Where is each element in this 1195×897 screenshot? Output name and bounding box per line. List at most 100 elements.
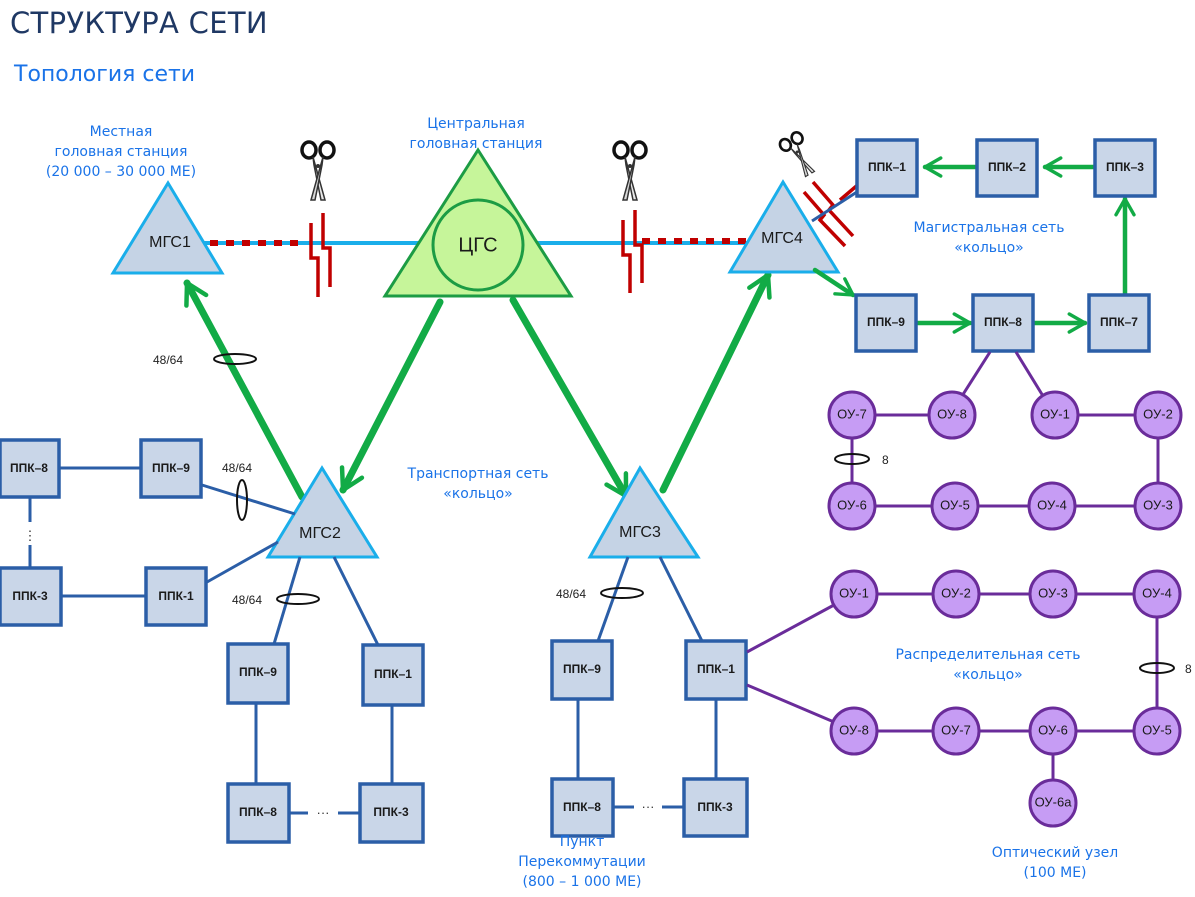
caption-line: «кольцо»	[953, 667, 1022, 683]
station-mgs3[interactable]: МГС3	[587, 465, 701, 559]
ppk-label: ППК-3	[12, 589, 48, 603]
ou-node[interactable]: ОУ-8	[927, 390, 977, 440]
caption-line: Перекоммутации	[518, 854, 646, 870]
left-ppk-1[interactable]: ППК-1	[144, 566, 208, 627]
central-headend-cgs[interactable]: ЦГС	[382, 147, 574, 298]
left-ppk-8[interactable]: ППК–8	[0, 438, 61, 499]
ppk-label: ППК–8	[10, 461, 48, 475]
caption-switch-point: Пункт Перекоммутации (800 – 1 000 МЕ)	[518, 834, 646, 890]
backbone-ppk-7[interactable]: ППК–7	[1087, 293, 1151, 353]
arrow-mgs3-to-mgs4	[659, 271, 772, 494]
backbone-ppk-8[interactable]: ППК–8	[971, 293, 1035, 353]
ppk-label: ППК–7	[1100, 315, 1138, 329]
ou-label: ОУ-7	[941, 722, 971, 737]
ou-node[interactable]: ОУ-3	[1028, 569, 1078, 619]
link-ppk1-mgs2	[206, 540, 279, 584]
ppk-label: ППК-1	[158, 589, 194, 603]
mgs3-ppk-9[interactable]: ППК–9	[550, 639, 614, 701]
mgs2-ppk-9[interactable]: ППК–9	[226, 642, 290, 705]
mgs3-ppk-8[interactable]: ППК–8	[550, 777, 615, 838]
backbone-ppk-2[interactable]: ППК–2	[975, 138, 1039, 198]
ou-label: ОУ-3	[1038, 585, 1068, 600]
fiber-count-label: 8	[1185, 662, 1192, 676]
scissors-icon	[776, 128, 822, 182]
ppk-label: ППК–1	[697, 662, 735, 676]
caption-line: (100 МЕ)	[1023, 865, 1086, 881]
fiber-count-label: 48/64	[222, 461, 252, 475]
station-mgs1[interactable]: МГС1	[110, 180, 225, 275]
ou-node[interactable]: ОУ-2	[931, 569, 981, 619]
mgs3-ppk-1[interactable]: ППК–1	[684, 639, 748, 701]
ppk-label: ППК–1	[868, 160, 906, 174]
ou-node[interactable]: ОУ-6	[827, 481, 877, 531]
ppk-label: ППК–1	[374, 667, 412, 681]
ou-node[interactable]: ОУ-6	[1028, 706, 1078, 756]
ppk-label: ППК–9	[152, 461, 190, 475]
ou-node[interactable]: ОУ-6а	[1028, 778, 1078, 828]
ou-node[interactable]: ОУ-7	[931, 706, 981, 756]
ou-label: ОУ-6а	[1035, 794, 1073, 809]
caption-optical-node: Оптический узел (100 МЕ)	[992, 845, 1118, 881]
backbone-ppk-3[interactable]: ППК–3	[1093, 138, 1157, 198]
ou-node[interactable]: ОУ-5	[1132, 706, 1182, 756]
link-ppk8-ou8	[960, 351, 992, 397]
mgs2-ppk-8[interactable]: ППК–8	[226, 782, 291, 844]
ou-node[interactable]: ОУ-1	[1030, 390, 1080, 440]
ou-node[interactable]: ОУ-4	[1027, 481, 1077, 531]
page-title: СТРУКТУРА СЕТИ	[10, 6, 268, 40]
ppk-label: ППК–3	[1106, 160, 1144, 174]
mgs2-ppk-1[interactable]: ППК–1	[361, 643, 425, 707]
station-mgs2[interactable]: МГС2	[265, 465, 380, 559]
caption-line: (800 – 1 000 МЕ)	[523, 874, 642, 890]
ppk-label: ППК–9	[239, 665, 277, 679]
link-mgs4-ppk1	[811, 188, 861, 223]
ou-label: ОУ-1	[839, 585, 869, 600]
caption-line: «кольцо»	[443, 486, 512, 502]
fiber-bundle-icon	[600, 587, 644, 599]
scissors-icon	[612, 140, 648, 202]
ppk-label: ППК–8	[563, 800, 601, 814]
fiber-bundle-icon	[1139, 662, 1175, 674]
ou-label: ОУ-6	[1038, 722, 1068, 737]
fiber-bundle-icon	[213, 353, 257, 365]
station-mgs4[interactable]: МГС4	[727, 179, 841, 274]
link-mgs2-ppk1	[332, 556, 380, 646]
ou-node[interactable]: ОУ-7	[827, 390, 877, 440]
ou-node[interactable]: ОУ-4	[1132, 569, 1182, 619]
fiber-count-label: 48/64	[556, 587, 586, 601]
ou-node[interactable]: ОУ-2	[1133, 390, 1183, 440]
fiber-bundle-icon	[276, 593, 320, 605]
ou-label: ОУ-4	[1142, 585, 1172, 600]
ellipsis-text: ···	[642, 799, 655, 814]
caption-line: Транспортная сеть	[407, 466, 549, 482]
backbone-ppk-1[interactable]: ППК–1	[855, 138, 919, 198]
arrow-cgs-to-mgs3	[509, 296, 630, 500]
ppk-label: ППК–8	[239, 805, 277, 819]
mgs3-ppk-3[interactable]: ППК-3	[682, 777, 749, 838]
link-ppk9-mgs2	[201, 483, 296, 516]
ppk-label: ППК–2	[988, 160, 1026, 174]
page-subtitle: Топология сети	[14, 62, 196, 87]
left-ppk-9[interactable]: ППК–9	[139, 438, 203, 499]
caption-line: Оптический узел	[992, 845, 1118, 861]
ou-label: ОУ-4	[1037, 497, 1067, 512]
ou-node[interactable]: ОУ-5	[930, 481, 980, 531]
ppk-label: ППК–8	[984, 315, 1022, 329]
ou-node[interactable]: ОУ-1	[829, 569, 879, 619]
backbone-ppk-9[interactable]: ППК–9	[854, 293, 918, 353]
left-ppk-3[interactable]: ППК-3	[0, 566, 63, 627]
mgs2-ppk-3[interactable]: ППК-3	[358, 782, 425, 844]
ou-node[interactable]: ОУ-8	[829, 706, 879, 756]
link-ppk1-ou8	[746, 683, 835, 724]
ou-label: ОУ-6	[837, 497, 867, 512]
caption-transport-ring: Транспортная сеть «кольцо»	[407, 466, 549, 502]
ppk-label: ППК-3	[373, 805, 409, 819]
cable-break-icon	[621, 210, 644, 293]
ppk-label: ППК–9	[867, 315, 905, 329]
ou-label: ОУ-2	[1143, 406, 1173, 421]
caption-line: Магистральная сеть	[914, 220, 1065, 236]
ou-node[interactable]: ОУ-3	[1133, 481, 1183, 531]
caption-central-headend: Центральная головная станция	[410, 116, 543, 152]
mgs2-label: МГС2	[299, 525, 341, 542]
